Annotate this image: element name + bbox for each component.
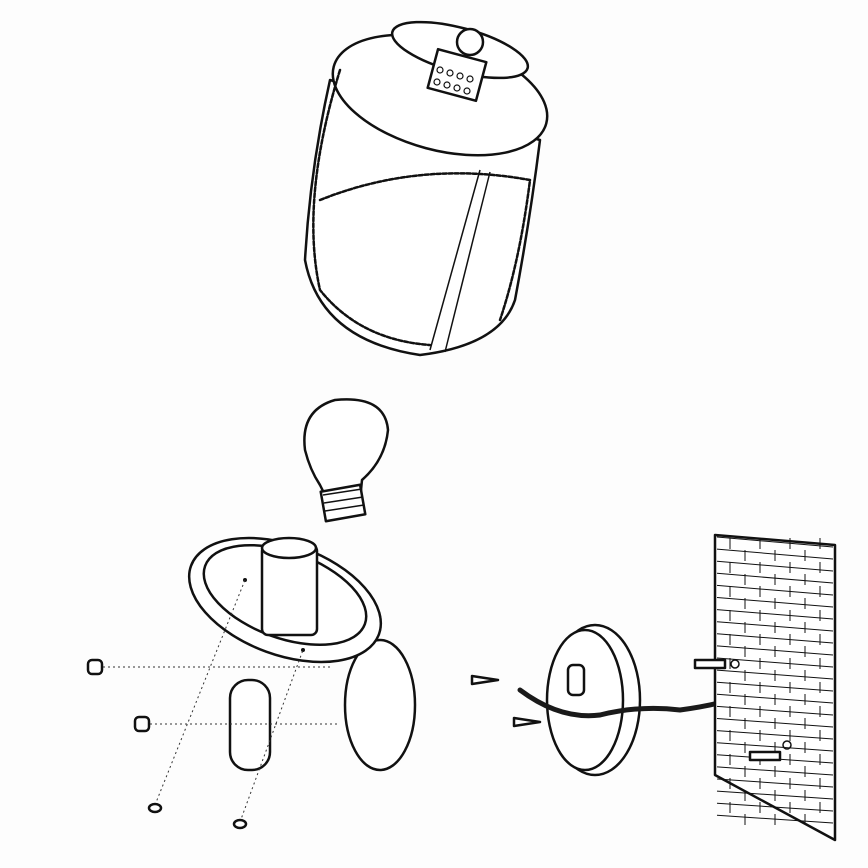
mounting-bracket: [545, 623, 642, 777]
brick-wall: [693, 533, 837, 842]
wall-plug-icon: [748, 750, 782, 762]
vent-holes: [433, 66, 474, 95]
wall-screw-icon: [470, 674, 500, 686]
brick-row-line: [716, 802, 834, 812]
brick-row-line: [716, 609, 834, 620]
brick-row-line: [716, 681, 834, 692]
screw-cap-icon: [86, 658, 104, 676]
brick-row-line: [716, 560, 834, 572]
brick-row-line: [716, 536, 834, 548]
screw-cap-icon: [133, 715, 151, 733]
wall-plug-icon: [693, 658, 727, 670]
screw-icon: [232, 818, 248, 830]
fixing-screws: [86, 579, 542, 830]
brick-row-line: [716, 705, 834, 716]
brick-row-line: [716, 778, 834, 788]
sensor-knob: [455, 27, 485, 57]
lantern-shade: [303, 20, 549, 357]
wall-screw-icon: [512, 716, 542, 728]
light-bulb: [303, 398, 390, 523]
screw-icon: [147, 802, 163, 814]
brick-row-line: [716, 584, 834, 596]
brick-row-line: [716, 730, 834, 740]
lamp-base: [187, 536, 417, 772]
brick-row-line: [716, 633, 834, 644]
